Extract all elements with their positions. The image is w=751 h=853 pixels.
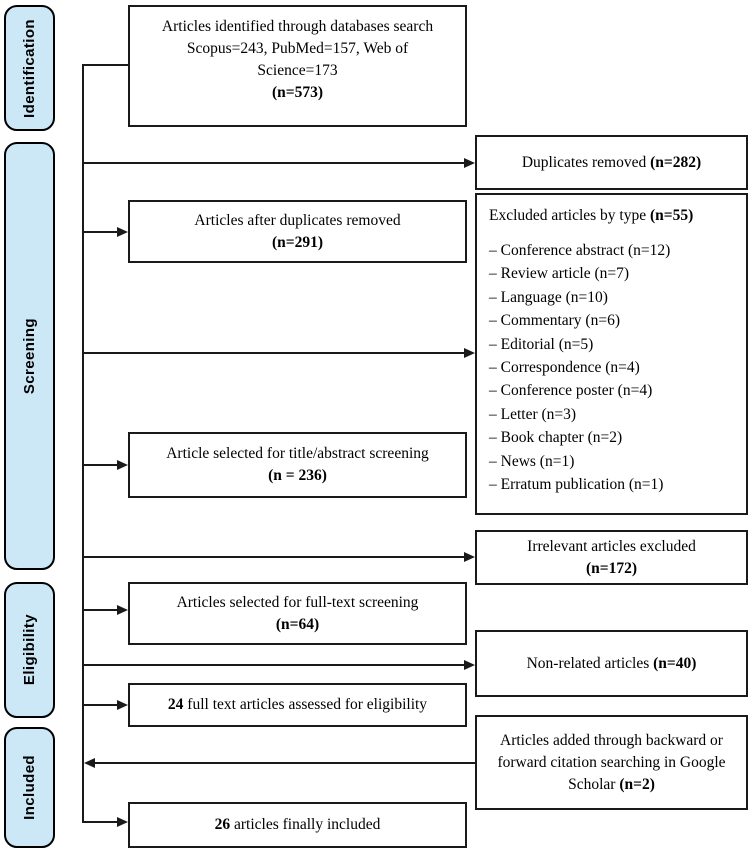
box-finally-included: 26 articles finally included: [128, 802, 467, 848]
identified-count: (n=573): [271, 84, 324, 101]
connector-to-assessed: [82, 704, 117, 706]
excluded-heading-count: (n=55): [649, 207, 694, 224]
non-related-text: Non-related articles: [526, 654, 654, 672]
arrowhead-title-abstract-icon: [117, 460, 128, 470]
citation-count: (n=2): [619, 775, 655, 793]
excluded-item: – Conference abstract (n=12): [489, 242, 671, 259]
connector-identified-link: [82, 64, 128, 66]
connector-to-full-text: [82, 609, 117, 611]
box-full-text-screening: Articles selected for full-text screenin…: [128, 582, 467, 645]
connector-to-excluded: [82, 352, 464, 354]
excluded-item: – Erratum publication (n=1): [489, 476, 664, 494]
excluded-item: – Letter (n=3): [489, 405, 577, 423]
duplicates-line: Duplicates removed (n=282): [522, 152, 701, 174]
identified-line-3: Science=173: [257, 62, 338, 79]
arrowhead-assessed-icon: [117, 700, 128, 710]
excluded-item: – Editorial (n=5): [489, 335, 594, 353]
connector-to-duplicates: [82, 162, 464, 164]
stage-identification: Identification: [4, 5, 55, 131]
duplicates-count: (n=282): [650, 153, 702, 171]
stage-eligibility-label: Eligibility: [21, 614, 38, 686]
excluded-item: – Correspondence (n=4): [489, 359, 640, 377]
stage-screening-label: Screening: [21, 317, 38, 395]
box-duplicates-removed: Duplicates removed (n=282): [475, 135, 748, 190]
arrowhead-after-dup-icon: [117, 227, 128, 237]
after-dup-count: (n=291): [271, 233, 324, 251]
irrelevant-count: (n=172): [585, 559, 638, 577]
arrowhead-irrelevant-icon: [464, 552, 475, 562]
connector-to-irrelevant: [82, 556, 464, 558]
final-count: 26: [214, 816, 231, 833]
excluded-item: – Review article (n=7): [489, 265, 630, 283]
stage-included: Included: [4, 727, 55, 848]
identified-line-1: Articles identified through databases se…: [161, 18, 434, 35]
identified-line-2: Scopus=243, PubMed=157, Web of: [186, 40, 409, 57]
full-text-count: (n=64): [275, 615, 320, 633]
non-related-line: Non-related articles (n=40): [527, 653, 697, 675]
box-irrelevant-excluded: Irrelevant articles excluded (n=172): [475, 530, 748, 585]
excluded-heading-text: Excluded articles by type: [489, 207, 650, 224]
connector-from-citation: [95, 762, 475, 764]
stage-identification-label: Identification: [21, 18, 38, 118]
non-related-count: (n=40): [653, 654, 697, 672]
arrowhead-non-related-icon: [464, 660, 475, 670]
assessed-line: 24 full text articles assessed for eligi…: [168, 694, 427, 716]
box-after-duplicates-removed: Articles after duplicates removed (n=291…: [128, 200, 467, 263]
irrelevant-text: Irrelevant articles excluded: [527, 537, 696, 555]
excluded-item: – Commentary (n=6): [489, 312, 620, 330]
arrowhead-final-icon: [117, 817, 128, 827]
assessed-count: 24: [167, 696, 184, 713]
excluded-item: – Conference poster (n=4): [489, 382, 653, 400]
final-text: articles finally included: [230, 816, 381, 833]
title-abstract-text: Article selected for title/abstract scre…: [166, 445, 429, 462]
final-line: 26 articles finally included: [215, 814, 381, 836]
arrowhead-full-text-icon: [117, 605, 128, 615]
connector-to-after-dup: [82, 231, 117, 233]
title-abstract-count: (n = 236): [268, 467, 327, 484]
box-citation-searching: Articles added through backward or forwa…: [475, 715, 748, 810]
arrowhead-duplicates-icon: [464, 158, 475, 168]
stage-eligibility: Eligibility: [4, 582, 55, 718]
after-dup-text: Articles after duplicates removed: [194, 211, 401, 229]
arrowhead-citation-left-icon: [84, 758, 95, 768]
excluded-item: – Book chapter (n=2): [489, 429, 623, 447]
box-title-abstract-screening: Article selected for title/abstract scre…: [128, 432, 467, 498]
citation-text: Articles added through backward or forwa…: [497, 731, 726, 793]
connector-to-title-abstract: [82, 464, 117, 466]
box-non-related: Non-related articles (n=40): [475, 630, 748, 697]
duplicates-text: Duplicates removed: [521, 153, 651, 171]
connector-spine: [82, 64, 84, 823]
box-assessed-for-eligibility: 24 full text articles assessed for eligi…: [128, 683, 467, 727]
excluded-item: – News (n=1): [489, 452, 575, 470]
excluded-heading: Excluded articles by type (n=55): [489, 204, 693, 227]
full-text-text: Articles selected for full-text screenin…: [176, 593, 419, 611]
connector-to-final: [82, 821, 117, 823]
box-articles-identified: Articles identified through databases se…: [128, 5, 467, 127]
box-excluded-by-type: Excluded articles by type (n=55) – Confe…: [475, 193, 748, 515]
excluded-item: – Language (n=10): [489, 288, 608, 306]
citation-line: Articles added through backward or forwa…: [485, 730, 738, 796]
stage-included-label: Included: [21, 755, 38, 820]
arrowhead-excluded-icon: [464, 348, 475, 358]
connector-to-non-related: [82, 664, 464, 666]
stage-screening: Screening: [4, 142, 55, 570]
assessed-text: full text articles assessed for eligibil…: [183, 696, 428, 713]
